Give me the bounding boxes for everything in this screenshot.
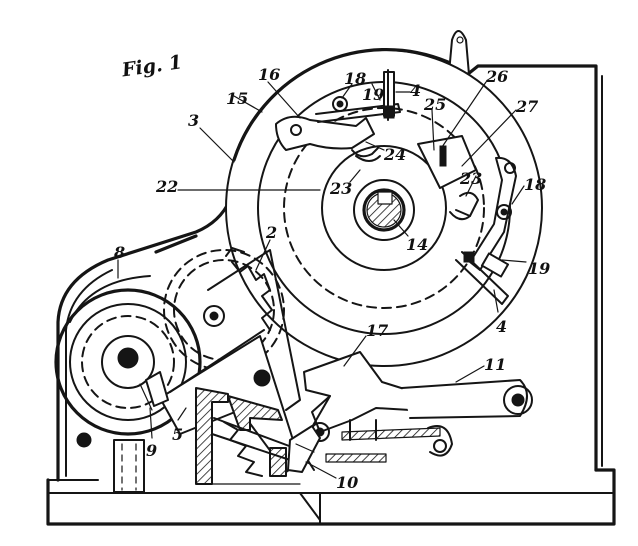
- label-27: 27: [515, 97, 538, 116]
- label-24: 24: [383, 145, 406, 164]
- label-18-right: 18: [524, 175, 546, 194]
- label-4-top: 4: [410, 81, 421, 100]
- pawl-right: [417, 135, 517, 305]
- label-9: 9: [146, 441, 157, 460]
- label-22: 22: [155, 177, 178, 196]
- label-19-right: 19: [528, 259, 550, 278]
- pawl-top: [275, 69, 401, 162]
- label-11: 11: [484, 355, 506, 374]
- label-3: 3: [188, 111, 199, 130]
- label-23-right: 23: [459, 169, 482, 188]
- label-25: 25: [423, 95, 446, 114]
- leader-lines: [117, 81, 527, 479]
- label-4-bottom: 4: [496, 317, 507, 336]
- label-19-top: 19: [362, 85, 384, 104]
- label-14: 14: [406, 235, 428, 254]
- label-5: 5: [172, 425, 183, 444]
- lever-5: [139, 249, 301, 473]
- spool: [54, 275, 202, 436]
- label-8: 8: [113, 243, 125, 262]
- housing: [46, 30, 616, 526]
- label-26: 26: [485, 67, 508, 86]
- figure-title: Fig. 1: [120, 51, 184, 81]
- lever-17: [299, 351, 533, 471]
- label-15: 15: [226, 89, 248, 108]
- label-16: 16: [258, 65, 280, 84]
- label-18-top: 18: [344, 69, 366, 88]
- label-10: 10: [336, 473, 358, 492]
- latch-10: [287, 425, 321, 473]
- spring-housing: [195, 387, 301, 485]
- label-2: 2: [265, 223, 277, 242]
- label-23-left: 23: [329, 179, 352, 198]
- label-17: 17: [366, 321, 388, 340]
